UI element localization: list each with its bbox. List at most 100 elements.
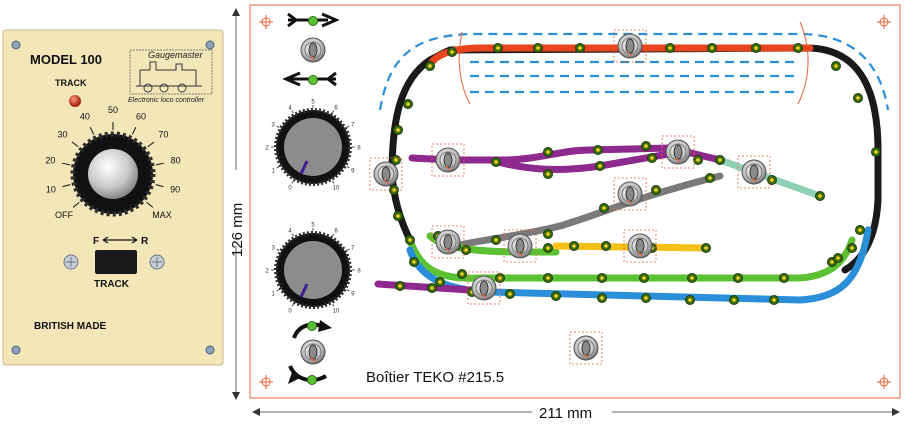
track-node [447,47,457,57]
knob-number-label: 8 [357,146,361,152]
track-node [435,277,445,287]
track-node [543,147,553,157]
model-label: MODEL 100 [30,52,102,67]
screw-icon [11,345,21,355]
screw-icon [205,345,215,355]
dial-tick [131,127,137,135]
rotate-cw-icon [288,322,327,383]
dial-tick [89,127,95,135]
track-node [847,243,857,253]
speed-knob-cap[interactable] [88,149,138,199]
track-node [855,225,865,235]
corner-mark-icon [259,15,273,29]
toggle-lever-icon [635,238,645,254]
track-node [685,295,695,305]
arrow-right-icon [287,12,340,28]
track-node [395,281,405,291]
track-node [551,291,561,301]
toggle-lever-icon [308,42,318,58]
track-node [393,125,403,135]
dial-label: 20 [45,156,55,166]
dial-label: 60 [136,111,146,121]
toggle-switch[interactable] [369,157,403,191]
teko-box-outline [249,4,901,399]
knob-number-label: 1 [271,292,275,298]
dial-label: 40 [80,111,90,121]
toggle-switch[interactable] [431,143,465,177]
track-node [597,273,607,283]
direction-arrows [282,12,340,385]
toggle-switch[interactable] [569,331,603,365]
toggle-lever-icon [515,238,525,254]
track-node [427,283,437,293]
toggle-switch[interactable] [300,339,326,365]
switch-label: TRACK [94,279,130,290]
toggle-switch[interactable] [613,29,647,63]
toggle-lever-icon [443,152,453,168]
toggle-lever-icon [443,234,453,250]
knob-number-label: 9 [351,292,355,298]
brand-subtitle: Electronic loco controller [128,97,205,104]
toggle-lever-icon [479,280,489,296]
toggle-lever-icon [581,340,591,356]
toggle-switch[interactable] [613,177,647,211]
dial-tick [155,162,164,166]
knob-number-label: 3 [271,123,275,129]
dial-tick [155,184,164,188]
dial-label: 30 [58,130,68,140]
track-node [543,273,553,283]
direction-switch[interactable] [95,250,137,274]
dial-label: 70 [158,130,168,140]
arrow-node [307,321,317,331]
height-label: 126 mm [229,203,246,257]
corner-marks [259,15,891,389]
track-node [687,273,697,283]
knob-number-label: 2 [265,269,269,275]
toggle-switch[interactable] [431,225,465,259]
track-node [543,229,553,239]
toggle-switch[interactable] [623,229,657,263]
knob-number-label: 2 [265,146,269,152]
box-caption: Boîtier TEKO #215.5 [366,369,504,386]
knob-number-label: 7 [351,246,355,252]
controller-panel: MODEL 100 TRACK Gaugemaster Electronic l… [2,29,224,366]
knob-number-label: 7 [351,123,355,129]
track-node [733,273,743,283]
track-node [647,153,657,163]
toggle-switch[interactable] [467,271,501,305]
dial-tick [62,184,71,188]
track-node [833,253,843,263]
brand-logo: Gaugemaster Electronic loco controller [128,49,213,104]
direction-reverse-label: R [141,236,149,247]
dial-label: 80 [171,156,181,166]
toggle-switch[interactable] [661,135,695,169]
track-node [595,161,605,171]
track-node [505,289,515,299]
arrow-node [307,375,317,385]
dial-tick [71,141,79,148]
track-node [701,243,711,253]
track-node [597,293,607,303]
toggle-switch[interactable] [300,37,326,63]
toggle-switches[interactable] [300,29,771,365]
knob-number-label: 6 [334,229,338,235]
knob-number-label: 0 [288,308,292,314]
toggle-switch[interactable] [737,155,771,189]
track-node [491,157,501,167]
track-node [705,173,715,183]
speed-knob-grip [70,131,156,217]
track-node [641,293,651,303]
track-node [543,169,553,179]
track-node [853,93,863,103]
dial-tick [62,162,71,166]
track-node [769,295,779,305]
track-node [779,273,789,283]
grey-branch-track [451,172,724,250]
toggle-switch[interactable] [503,229,537,263]
track-node [575,43,585,53]
